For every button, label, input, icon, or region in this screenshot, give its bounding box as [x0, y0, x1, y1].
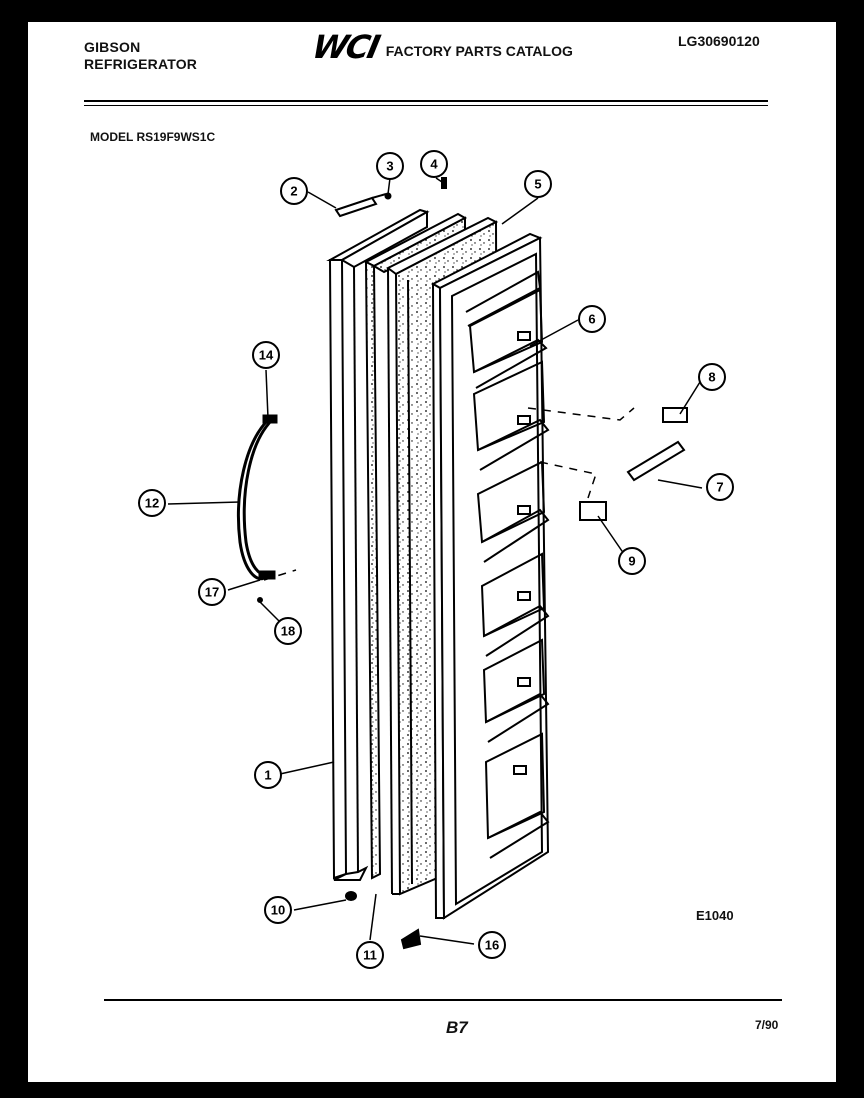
callout-label-6: 6 — [588, 312, 595, 327]
catalog-header: WCI FACTORY PARTS CATALOG — [309, 28, 573, 66]
hinge-bracket — [334, 196, 378, 218]
callout-label-17: 17 — [205, 585, 219, 600]
diagram-code: E1040 — [696, 908, 734, 923]
catalog-title: FACTORY PARTS CATALOG — [385, 43, 573, 59]
brand-block: GIBSON REFRIGERATOR — [84, 39, 197, 73]
product-type: REFRIGERATOR — [84, 56, 198, 72]
callout-5: 5 — [524, 170, 552, 198]
callout-2: 2 — [280, 177, 308, 205]
door-outer-panel — [326, 208, 430, 881]
callout-label-1: 1 — [264, 768, 271, 783]
callout-label-7: 7 — [716, 480, 723, 495]
brand-name: GIBSON — [84, 39, 141, 55]
callout-17: 17 — [198, 578, 226, 606]
callout-18: 18 — [274, 617, 302, 645]
header-rule — [84, 100, 768, 102]
small-hardware — [257, 177, 688, 950]
callout-label-10: 10 — [271, 903, 285, 918]
callout-8: 8 — [698, 363, 726, 391]
header-rule-thin — [84, 105, 768, 106]
callout-12: 12 — [138, 489, 166, 517]
handle-screw — [257, 597, 263, 603]
callout-label-12: 12 — [145, 496, 159, 511]
callout-1: 1 — [254, 761, 282, 789]
door-gasket — [363, 212, 468, 880]
callout-label-18: 18 — [281, 624, 295, 639]
callout-7: 7 — [706, 473, 734, 501]
model-label: MODEL RS19F9WS1C — [90, 130, 216, 144]
screw — [384, 192, 392, 200]
callout-9: 9 — [618, 547, 646, 575]
leader-lines — [167, 177, 703, 945]
shelf-retainer — [626, 440, 686, 482]
callout-3: 3 — [376, 152, 404, 180]
door-liner — [430, 232, 550, 920]
callout-label-5: 5 — [534, 177, 541, 192]
door-handle — [236, 414, 278, 581]
catalog-number: LG30690120 — [678, 33, 760, 49]
shelf-bracket-left — [579, 501, 607, 521]
callout-label-3: 3 — [386, 159, 393, 174]
callout-label-14: 14 — [259, 348, 274, 363]
door-stop — [400, 928, 422, 950]
callout-11: 11 — [356, 941, 384, 969]
callout-label-9: 9 — [628, 554, 635, 569]
callout-14: 14 — [252, 341, 280, 369]
callout-16: 16 — [478, 931, 506, 959]
dashed-guides — [263, 407, 635, 581]
callout-10: 10 — [264, 896, 292, 924]
callout-4: 4 — [420, 150, 448, 178]
callout-6: 6 — [578, 305, 606, 333]
footer-rule — [104, 999, 782, 1001]
shelf-bracket-right — [662, 407, 688, 423]
revision-date: 7/90 — [755, 1018, 779, 1032]
hinge-pin — [345, 891, 357, 901]
exploded-parts-diagram: 1 2 3 4 5 6 7 8 9 10 11 12 14 16 17 18 — [138, 150, 734, 969]
screw-top — [441, 177, 447, 189]
parts-sheet: GIBSON REFRIGERATOR WCI FACTORY PARTS CA… — [28, 22, 836, 1082]
callout-label-8: 8 — [708, 370, 715, 385]
callout-label-16: 16 — [485, 938, 499, 953]
callout-label-2: 2 — [290, 184, 297, 199]
page-number: B7 — [446, 1018, 468, 1037]
callout-label-4: 4 — [430, 157, 438, 172]
callout-label-11: 11 — [363, 948, 377, 963]
